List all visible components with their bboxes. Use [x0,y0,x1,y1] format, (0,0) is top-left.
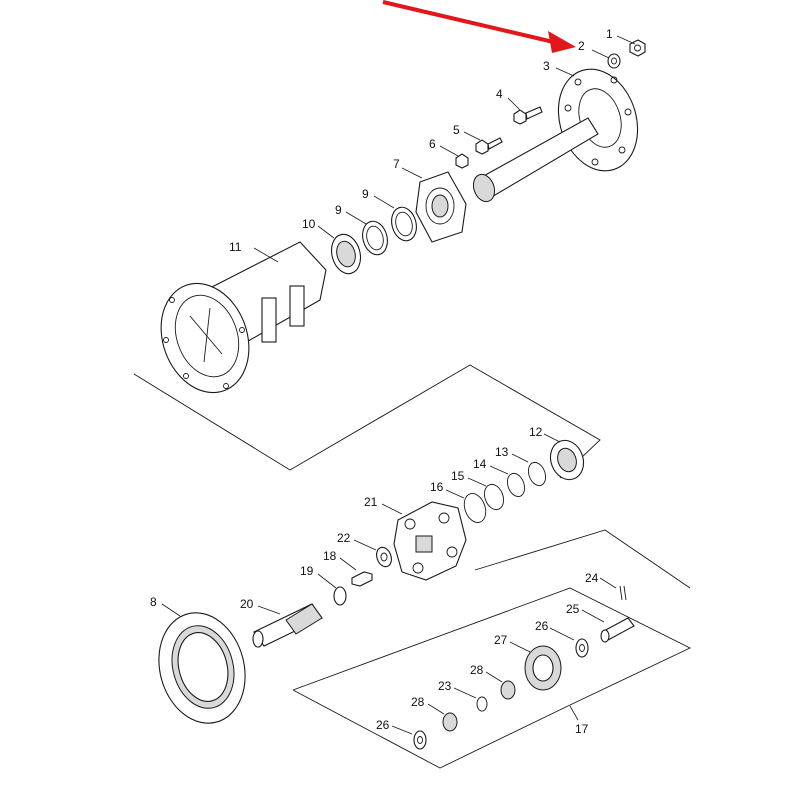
callout-26-b: 26 [376,718,390,732]
callout-27: 27 [494,633,508,647]
part-14-ring [506,472,526,498]
part-10-bearing [330,233,362,275]
callout-5: 5 [453,123,460,137]
callout-24: 24 [585,571,599,585]
callout-10: 10 [302,217,316,231]
upper-assembly-frame [133,364,601,479]
callout-13: 13 [495,445,509,459]
callout-2: 2 [578,39,585,53]
lower-assembly-frame [474,529,691,589]
part-25-shaft-pin [600,617,635,643]
part-22-washer [376,546,392,568]
part-23-ring [476,696,488,712]
callout-9-b: 9 [335,203,342,217]
gear-set-frame [292,587,692,769]
callout-16: 16 [430,480,444,494]
part-27-planet-gear [524,645,562,691]
part-15-ring [483,483,505,511]
part-24-pin [619,585,627,601]
callout-21: 21 [364,495,378,509]
callout-22: 22 [337,531,351,545]
callout-20: 20 [240,597,254,611]
part-3-output-shaft-flange [472,68,639,203]
part-26-washer-a [575,638,589,658]
part-9-ring-a [391,206,417,242]
part-1-nut [629,39,646,57]
callout-15: 15 [451,469,465,483]
part-28-needle-bearing-b [442,712,458,732]
callout-17: 17 [575,722,589,736]
part-16-ring [463,493,487,523]
callout-18: 18 [323,549,337,563]
part-28-needle-bearing-a [500,680,516,700]
part-13-ring [527,461,547,487]
part-6-nut [455,153,469,169]
callout-19: 19 [300,564,314,578]
part-5-bolt [475,137,503,155]
callout-28-b: 28 [411,695,425,709]
callout-12: 12 [529,425,543,439]
callout-11: 11 [229,240,242,254]
callout-8: 8 [150,595,157,609]
red-pointer-arrow [382,0,576,53]
callout-28-a: 28 [470,663,484,677]
callout-labels: 1 2 3 4 5 6 7 9 9 10 11 12 13 14 15 16 2… [150,27,613,736]
part-2-washer [607,53,621,69]
callout-14: 14 [473,457,487,471]
callout-1: 1 [606,27,613,41]
callout-3: 3 [543,59,550,73]
part-21-planet-carrier [393,501,467,581]
callout-4: 4 [496,87,503,101]
callout-9-a: 9 [362,187,369,201]
part-4-bolt [513,106,543,125]
part-11-housing [160,241,327,394]
part-9-ring-b [362,220,388,256]
part-8-ring-gear [158,612,246,724]
callout-25: 25 [566,602,580,616]
callout-6: 6 [429,137,436,151]
part-26-washer-b [413,730,427,750]
part-18-bolt [351,571,373,587]
callout-23: 23 [438,679,452,693]
part-19-clip [333,586,347,606]
callout-26-a: 26 [535,619,549,633]
callout-7: 7 [393,157,400,171]
part-20-input-shaft [252,603,323,648]
part-7-seal-housing [415,171,467,243]
part-12-bearing [549,439,585,481]
leader-lines [161,35,636,735]
